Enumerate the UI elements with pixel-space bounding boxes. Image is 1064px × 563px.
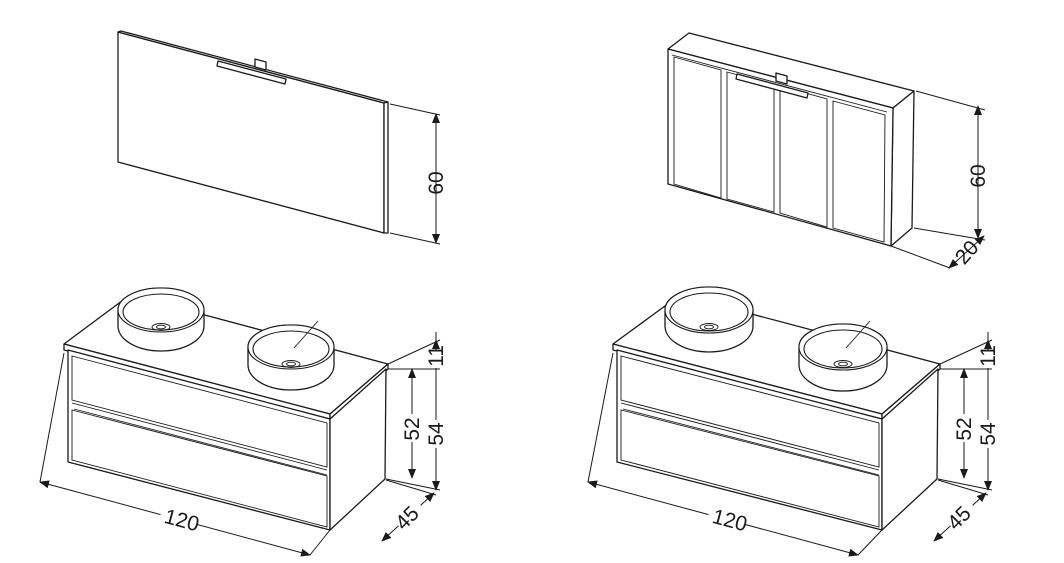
vanity-right-view: 120 45 11 52 54 xyxy=(587,286,1000,557)
mirror-cabinet-height-label: 60 xyxy=(967,164,990,187)
vanity-left-top-label: 11 xyxy=(425,345,448,367)
mirror-view: 60 xyxy=(117,30,448,245)
mirror-panel xyxy=(117,31,385,234)
basin-bowl-icon xyxy=(247,320,335,391)
vanity-right-width-label: 120 xyxy=(710,505,750,536)
basin-bowl-icon xyxy=(798,320,888,392)
vanity-left-cabinet-label: 52 xyxy=(401,417,424,440)
vanity-right-top-label: 11 xyxy=(977,345,1000,367)
vanity-left-total-label: 54 xyxy=(425,422,448,446)
mirror-height-label: 60 xyxy=(425,171,448,194)
lamp-icon xyxy=(216,58,287,85)
basin-bowl-icon xyxy=(117,287,205,352)
lamp-icon xyxy=(735,72,809,99)
basin-bowl-icon xyxy=(664,286,754,353)
vanity-right-cabinet-label: 52 xyxy=(953,417,976,440)
mirror-cabinet-view: 60 20 xyxy=(667,32,990,269)
vanity-right-total-label: 54 xyxy=(977,422,1000,446)
vanity-left-width-label: 120 xyxy=(162,505,202,536)
vanity-left-view: 120 45 11 52 54 xyxy=(39,287,448,557)
